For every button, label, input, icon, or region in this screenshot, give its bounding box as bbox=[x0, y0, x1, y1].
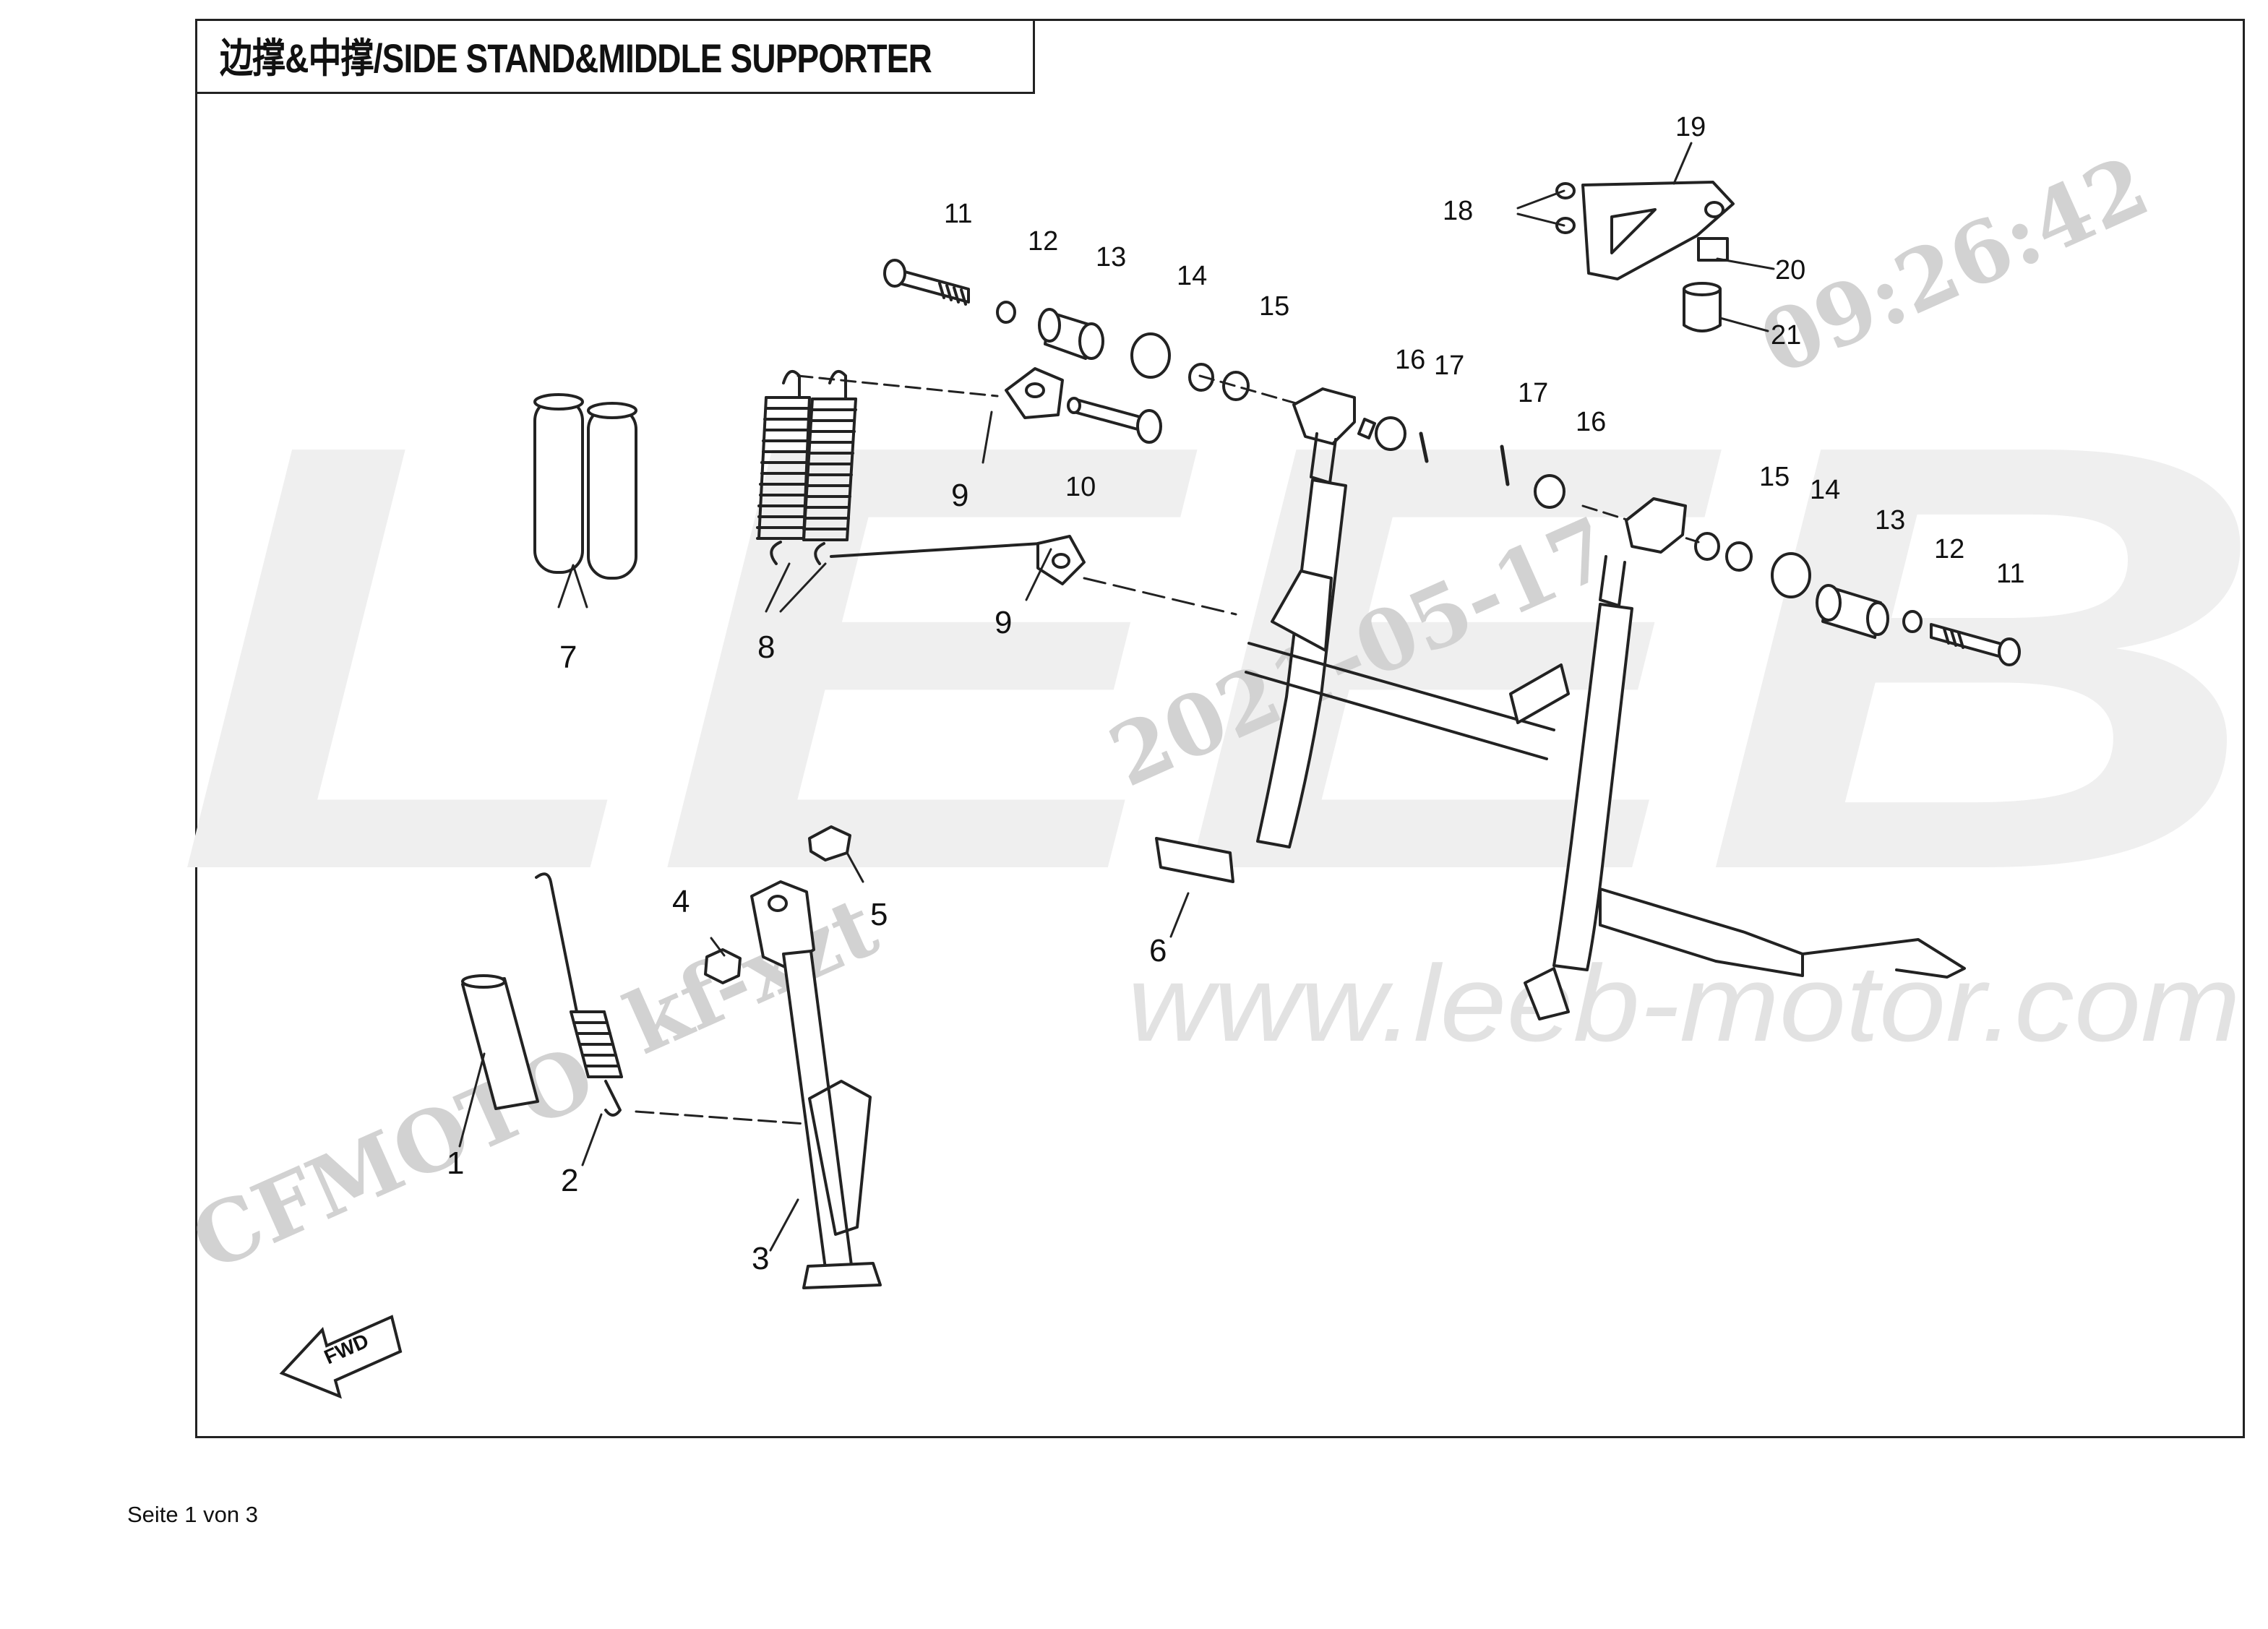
callout-18: 18 bbox=[1443, 196, 1473, 226]
forward-direction-arrow: FWD bbox=[279, 1315, 403, 1399]
callout-3: 3 bbox=[752, 1241, 769, 1276]
url-watermark: www.leeb-motor.com bbox=[1127, 942, 2241, 1064]
callout-15-right: 15 bbox=[1759, 462, 1790, 492]
side-stand-part bbox=[704, 825, 882, 1289]
callout-16-left: 16 bbox=[1395, 345, 1425, 375]
page-footer: Seite 1 von 3 bbox=[127, 1502, 258, 1527]
title-box: 边撑&中撑/SIDE STAND&MIDDLE SUPPORTER bbox=[195, 19, 1035, 94]
callout-9-lower: 9 bbox=[995, 605, 1012, 640]
side-stand-sleeve-part bbox=[461, 974, 539, 1110]
callout-7: 7 bbox=[559, 640, 577, 675]
callout-11-left: 11 bbox=[944, 199, 972, 229]
side-stand-spring-part bbox=[535, 872, 817, 1126]
callout-17-left: 17 bbox=[1434, 351, 1464, 381]
callout-16-right: 16 bbox=[1576, 407, 1606, 437]
stamp-brand-watermark: CFMOTO bbox=[178, 1027, 609, 1291]
callout-10: 10 bbox=[1065, 472, 1096, 502]
callout-12-right: 12 bbox=[1934, 534, 1964, 564]
diagram-title: 边撑&中撑/SIDE STAND&MIDDLE SUPPORTER bbox=[220, 35, 932, 81]
callout-14-left: 14 bbox=[1177, 261, 1207, 291]
callout-13-left: 13 bbox=[1096, 242, 1126, 272]
callout-20: 20 bbox=[1775, 255, 1805, 285]
callout-9-upper: 9 bbox=[951, 478, 968, 513]
diagram-frame bbox=[195, 19, 2245, 1438]
callout-21: 21 bbox=[1771, 320, 1801, 351]
callout-19: 19 bbox=[1675, 112, 1706, 142]
left-axle-hardware bbox=[883, 259, 1302, 406]
leader-lines bbox=[458, 142, 1775, 1252]
callout-13-right: 13 bbox=[1875, 505, 1905, 536]
center-stand-part bbox=[1155, 387, 1966, 1020]
bracket-plate-part bbox=[1005, 367, 1237, 616]
callout-2: 2 bbox=[561, 1163, 578, 1198]
mounting-bracket-part bbox=[1555, 181, 1735, 332]
spring-pair-part bbox=[756, 369, 1042, 565]
logo-watermark: LEEB bbox=[173, 319, 2268, 997]
callout-17-right: 17 bbox=[1518, 378, 1548, 408]
callout-4: 4 bbox=[672, 884, 690, 919]
callout-numbers: 1 2 3 4 5 6 7 8 9 9 10 11 12 13 14 15 16… bbox=[447, 112, 2024, 1276]
watermark-layer: LEEB www.leeb-motor.com CFMOTO kf-xzt 20… bbox=[173, 137, 2268, 1291]
callout-1: 1 bbox=[447, 1146, 464, 1181]
callout-8: 8 bbox=[757, 629, 775, 665]
callout-12-left: 12 bbox=[1028, 226, 1058, 257]
callout-15-left: 15 bbox=[1259, 291, 1289, 322]
callout-5: 5 bbox=[870, 897, 888, 932]
callout-11-right: 11 bbox=[1996, 559, 2024, 589]
pivot-pin-part bbox=[1067, 397, 1162, 444]
right-axle-hardware bbox=[1357, 416, 2021, 666]
callout-14-right: 14 bbox=[1810, 475, 1840, 505]
callout-6: 6 bbox=[1149, 933, 1167, 968]
sleeve-pair-part bbox=[533, 393, 637, 580]
